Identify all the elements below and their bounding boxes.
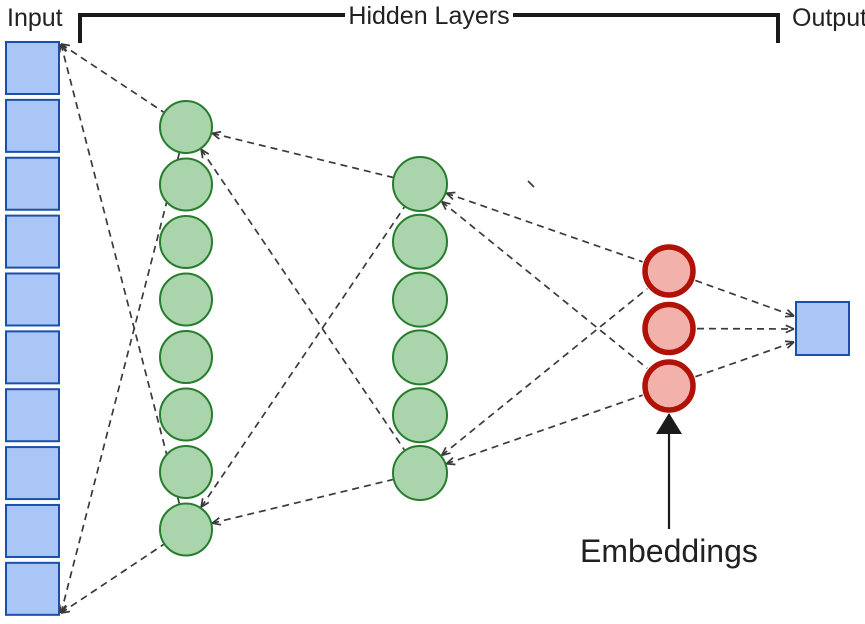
hidden-layer-1-node <box>160 446 212 498</box>
input-node <box>6 273 59 325</box>
hidden-layer-2-node <box>393 273 447 327</box>
input-node <box>6 331 59 383</box>
input-node <box>6 42 59 94</box>
hidden-layer-1-node <box>160 159 212 211</box>
connector-arrowhead <box>212 523 221 525</box>
connector-arrowhead <box>785 316 794 317</box>
connector-arrowhead <box>212 132 221 134</box>
hidden-layer-1-node <box>160 331 212 383</box>
embeddings-label: Embeddings <box>580 533 758 569</box>
connection-line <box>61 44 164 112</box>
connection-line <box>442 202 648 369</box>
hidden-layer-2-node <box>393 157 447 211</box>
hidden-layers-label: Hidden Layers <box>348 2 509 30</box>
connection-line <box>61 153 179 613</box>
connector-arrowhead <box>446 464 455 465</box>
embeddings-arrowhead <box>656 413 682 434</box>
input-node <box>6 563 59 615</box>
connector-arrowhead <box>446 192 455 193</box>
hidden-layer-1-node <box>160 274 212 326</box>
stray-mark <box>528 181 534 187</box>
input-node <box>6 100 59 152</box>
connection-line <box>212 480 393 524</box>
hidden-layer-1-node <box>160 101 212 153</box>
output-node <box>796 302 849 355</box>
connection-line <box>201 207 404 507</box>
input-node <box>6 389 59 441</box>
hidden-layer-1-node <box>160 504 212 556</box>
connection-line <box>61 44 179 503</box>
hidden-layer-2-node <box>393 388 447 442</box>
connection-line <box>442 289 648 456</box>
connection-line <box>201 149 404 449</box>
connection-line <box>446 395 642 464</box>
connection-line <box>695 342 794 377</box>
hidden-layer-1-node <box>160 216 212 268</box>
input-node <box>6 158 59 210</box>
input-node <box>6 447 59 499</box>
embedding-node <box>645 362 693 410</box>
connector-arrowhead <box>785 341 794 342</box>
hidden-layer-2-node <box>393 215 447 269</box>
embedding-node <box>645 305 693 353</box>
connection-line <box>695 280 794 316</box>
connection-line <box>446 193 642 262</box>
output-label: Output <box>792 4 865 32</box>
input-label: Input <box>7 4 63 32</box>
hidden-layer-2-node <box>393 446 447 500</box>
hidden-layer-2-node <box>393 330 447 384</box>
embedding-node <box>645 247 693 295</box>
input-node <box>6 216 59 268</box>
hidden-layer-1-node <box>160 389 212 441</box>
connection-line <box>212 133 393 177</box>
input-node <box>6 505 59 557</box>
